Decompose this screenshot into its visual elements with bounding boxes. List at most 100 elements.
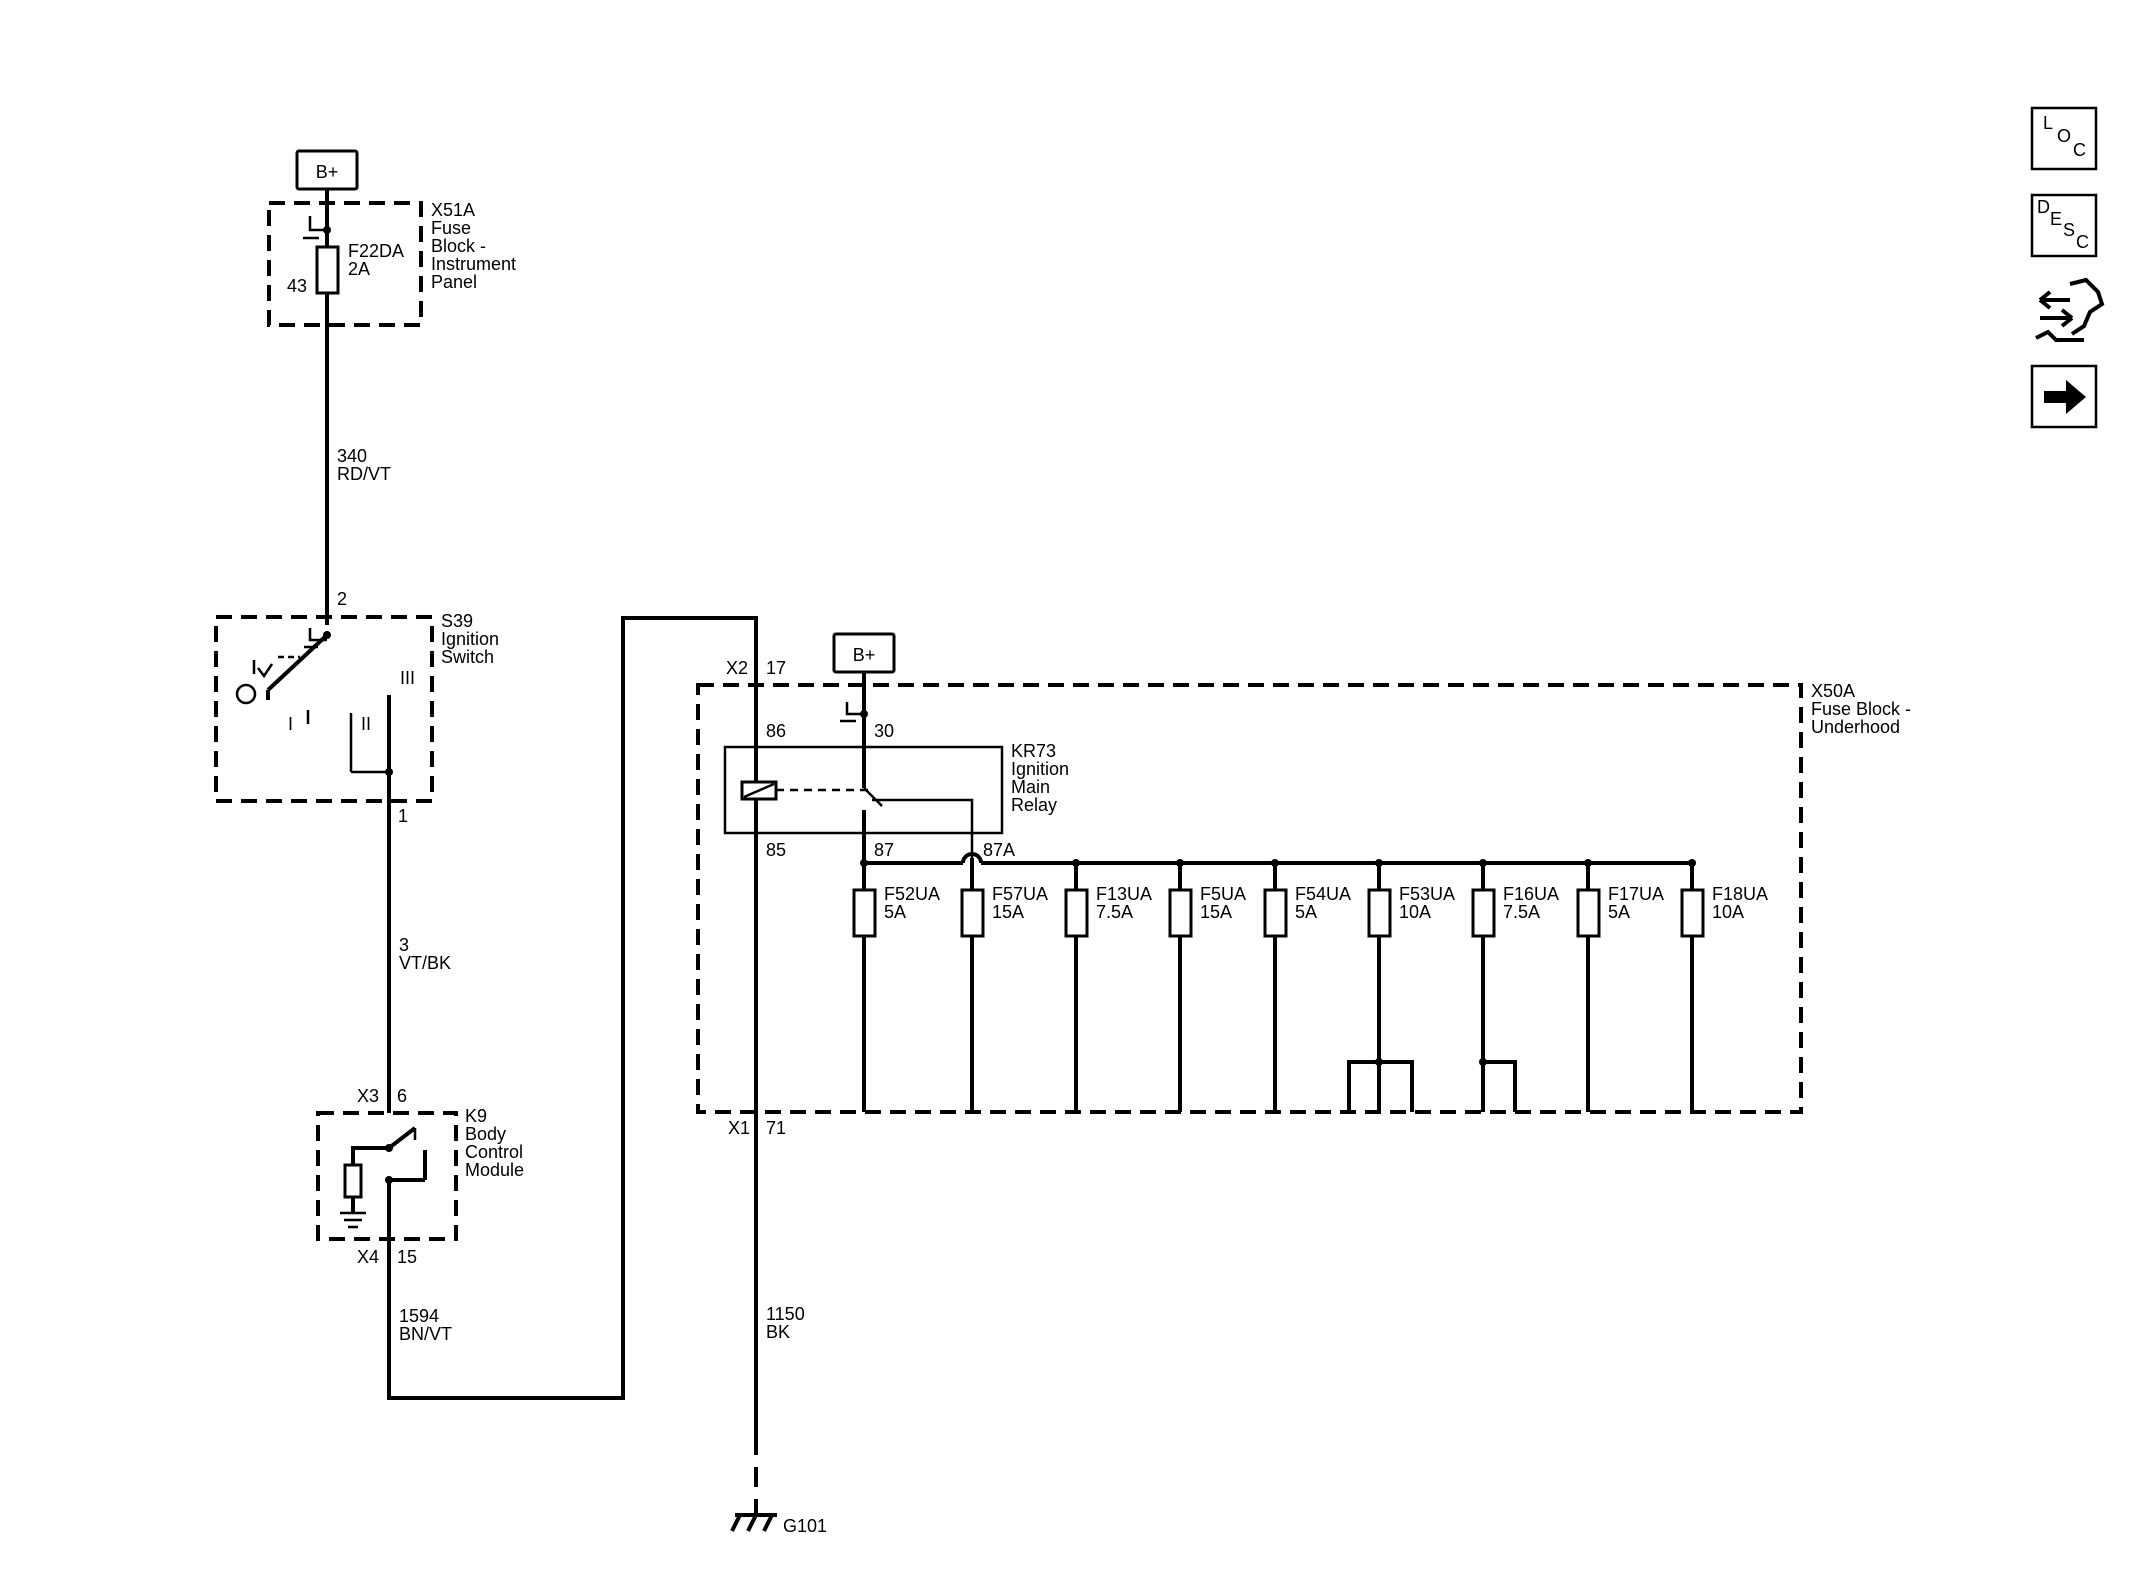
svg-text:B+: B+	[853, 645, 876, 665]
chassis-ground-icon	[730, 1513, 777, 1532]
x50a-name-2: Underhood	[1811, 717, 1900, 737]
battery-positive-source-relay: B+	[832, 632, 896, 674]
fuse-f22da	[315, 245, 340, 295]
x51a-name-3: Instrument	[431, 254, 516, 274]
fuse-label: F13UA	[1096, 884, 1152, 904]
kr73-name-2: Main	[1011, 777, 1050, 797]
x50a-name-1: Fuse Block -	[1811, 699, 1911, 719]
kr73-pin-86: 86	[766, 721, 786, 741]
description-view-icon[interactable]: D E S C	[2030, 193, 2098, 258]
k9-id: K9	[465, 1106, 487, 1126]
s39-pin-out: 1	[398, 806, 408, 826]
ignition-switch-contact	[266, 633, 329, 692]
x50a-fuse-block-boundary	[696, 683, 1803, 1114]
fuse-label: F52UA	[884, 884, 940, 904]
x51a-fuse-block-boundary	[267, 201, 423, 327]
s39-ignition-switch-boundary	[214, 615, 434, 803]
wire-1594	[387, 616, 758, 1400]
fuse-label: F53UA	[1399, 884, 1455, 904]
fuse-label: F18UA	[1712, 884, 1768, 904]
arrow-right-icon[interactable]	[2030, 364, 2098, 429]
x50a-fuse-array: F52UA5AF57UA15AF13UA7.5AF5UA15AF54UA5AF5…	[852, 859, 1768, 1112]
kr73-name-1: Ignition	[1011, 759, 1069, 779]
s39-name-1: Ignition	[441, 629, 499, 649]
ignition-key-icon	[235, 683, 257, 705]
x51a-id: X51A	[431, 200, 475, 220]
kr73-pin-85: 85	[766, 840, 786, 860]
connector-hook-icon	[308, 216, 327, 232]
k9-pin-out: 15	[397, 1247, 417, 1267]
fuse-rating: 10A	[1712, 902, 1744, 922]
fuse-rating: 15A	[1200, 902, 1232, 922]
s39-position-3: III	[400, 668, 415, 688]
wire-3-circuit: 3	[399, 935, 409, 955]
fuse-f22da-label: F22DA	[348, 241, 404, 261]
wire-1150-color: BK	[766, 1322, 790, 1342]
svg-text:D: D	[2037, 197, 2050, 217]
svg-text:L: L	[2043, 113, 2053, 133]
x50a-pin-bottom: 71	[766, 1118, 786, 1138]
fuse-label: F54UA	[1295, 884, 1351, 904]
wire-1150-circuit: 1150	[766, 1304, 805, 1324]
k9-pin-in: 6	[397, 1086, 407, 1106]
wire-3-color: VT/BK	[399, 953, 451, 973]
fuse-rating: 7.5A	[1096, 902, 1133, 922]
k9-name-2: Control	[465, 1142, 523, 1162]
k9-connector-in: X3	[357, 1086, 379, 1106]
fuse-rating: 15A	[992, 902, 1024, 922]
fuse-rating: 5A	[1295, 902, 1317, 922]
s39-position-2: II	[361, 714, 371, 734]
svg-text:E: E	[2050, 209, 2062, 229]
kr73-pin-87: 87	[874, 840, 894, 860]
x51a-pin: 43	[287, 276, 307, 296]
kr73-id: KR73	[1011, 741, 1056, 761]
location-view-icon[interactable]: L O C	[2030, 106, 2098, 171]
wire-1594-circuit: 1594	[399, 1306, 439, 1326]
svg-text:C: C	[2073, 140, 2086, 160]
k9-internal-ground-icon	[340, 1211, 366, 1229]
svg-text:S: S	[2063, 220, 2075, 240]
kr73-name-3: Relay	[1011, 795, 1057, 815]
k9-connector-out: X4	[357, 1247, 379, 1267]
fuse-rating: 5A	[884, 902, 906, 922]
x50a-connector-bottom: X1	[728, 1118, 750, 1138]
wire-340-circuit: 340	[337, 446, 367, 466]
fuse-label: F5UA	[1200, 884, 1246, 904]
wire-1594-color: BN/VT	[399, 1324, 452, 1344]
kr73-pin-30: 30	[874, 721, 894, 741]
fuse-rating: 10A	[1399, 902, 1431, 922]
fuse-f22da-rating: 2A	[348, 259, 370, 279]
x51a-name-2: Block -	[431, 236, 486, 256]
battery-positive-source-top: B+	[295, 149, 359, 191]
fuse-rating: 7.5A	[1503, 902, 1540, 922]
svg-text:C: C	[2076, 232, 2089, 252]
s39-position-1: I	[288, 714, 293, 734]
k9-pullup-resistor	[343, 1163, 363, 1199]
s39-name-2: Switch	[441, 647, 494, 667]
x50a-connector-top: X2	[726, 658, 748, 678]
x51a-name-1: Fuse	[431, 218, 471, 238]
fuse-rating: 5A	[1608, 902, 1630, 922]
svg-text:B+: B+	[316, 162, 339, 182]
ground-g101-label: G101	[783, 1516, 827, 1536]
x51a-name-4: Panel	[431, 272, 477, 292]
s39-pin-in: 2	[337, 589, 347, 609]
kr73-pin-87a: 87A	[983, 840, 1015, 860]
fuse-label: F57UA	[992, 884, 1048, 904]
connector-repair-icon[interactable]	[2035, 277, 2105, 342]
wire-340-color: RD/VT	[337, 464, 391, 484]
k9-name-3: Module	[465, 1160, 524, 1180]
x50a-id: X50A	[1811, 681, 1855, 701]
k9-name-1: Body	[465, 1124, 506, 1144]
s39-id: S39	[441, 611, 473, 631]
